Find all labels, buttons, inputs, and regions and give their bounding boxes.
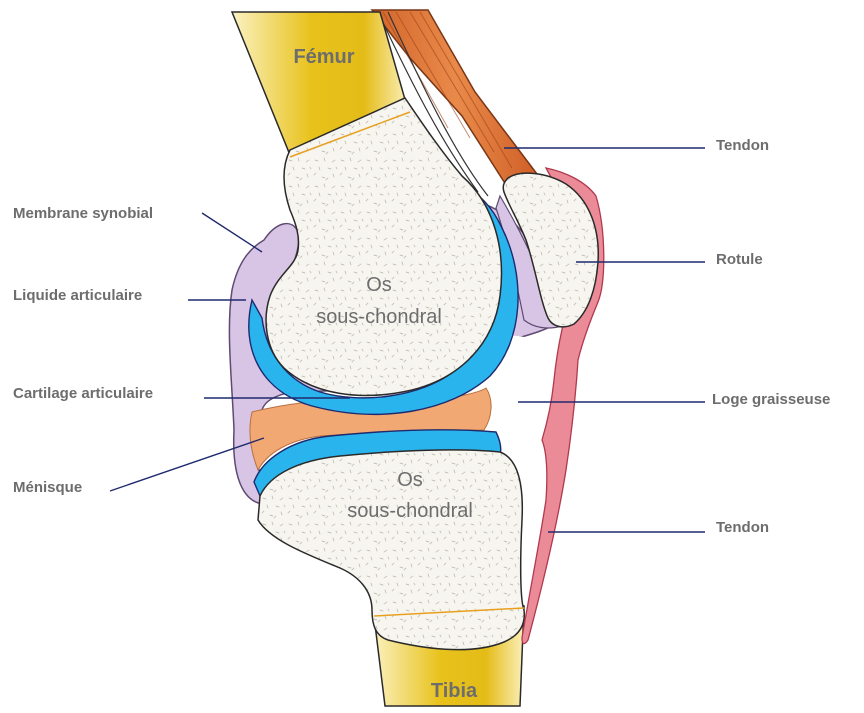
label-cartilage-articulaire: Cartilage articulaire bbox=[13, 385, 153, 402]
tibia-plateau bbox=[254, 430, 524, 650]
label-rotule: Rotule bbox=[716, 251, 763, 268]
tibia-inner-label-1: Os bbox=[397, 469, 423, 491]
tibia-inner-label-2: sous-chondral bbox=[347, 500, 473, 522]
femur-inner-label-2: sous-chondral bbox=[316, 306, 442, 328]
tibia-spongy-bone bbox=[258, 450, 524, 650]
femur-inner-label-1: Os bbox=[366, 274, 392, 296]
label-loge-graisseuse: Loge graisseuse bbox=[712, 391, 830, 408]
tibia-label: Tibia bbox=[431, 680, 478, 702]
label-membrane-synobial: Membrane synobial bbox=[13, 205, 153, 222]
leader-membrane bbox=[202, 213, 262, 252]
femur-label: Fémur bbox=[293, 46, 354, 68]
label-tendon-bottom: Tendon bbox=[716, 519, 769, 536]
label-menisque: Ménisque bbox=[13, 479, 82, 496]
label-liquide-articulaire: Liquide articulaire bbox=[13, 287, 142, 304]
label-tendon-top: Tendon bbox=[716, 137, 769, 154]
